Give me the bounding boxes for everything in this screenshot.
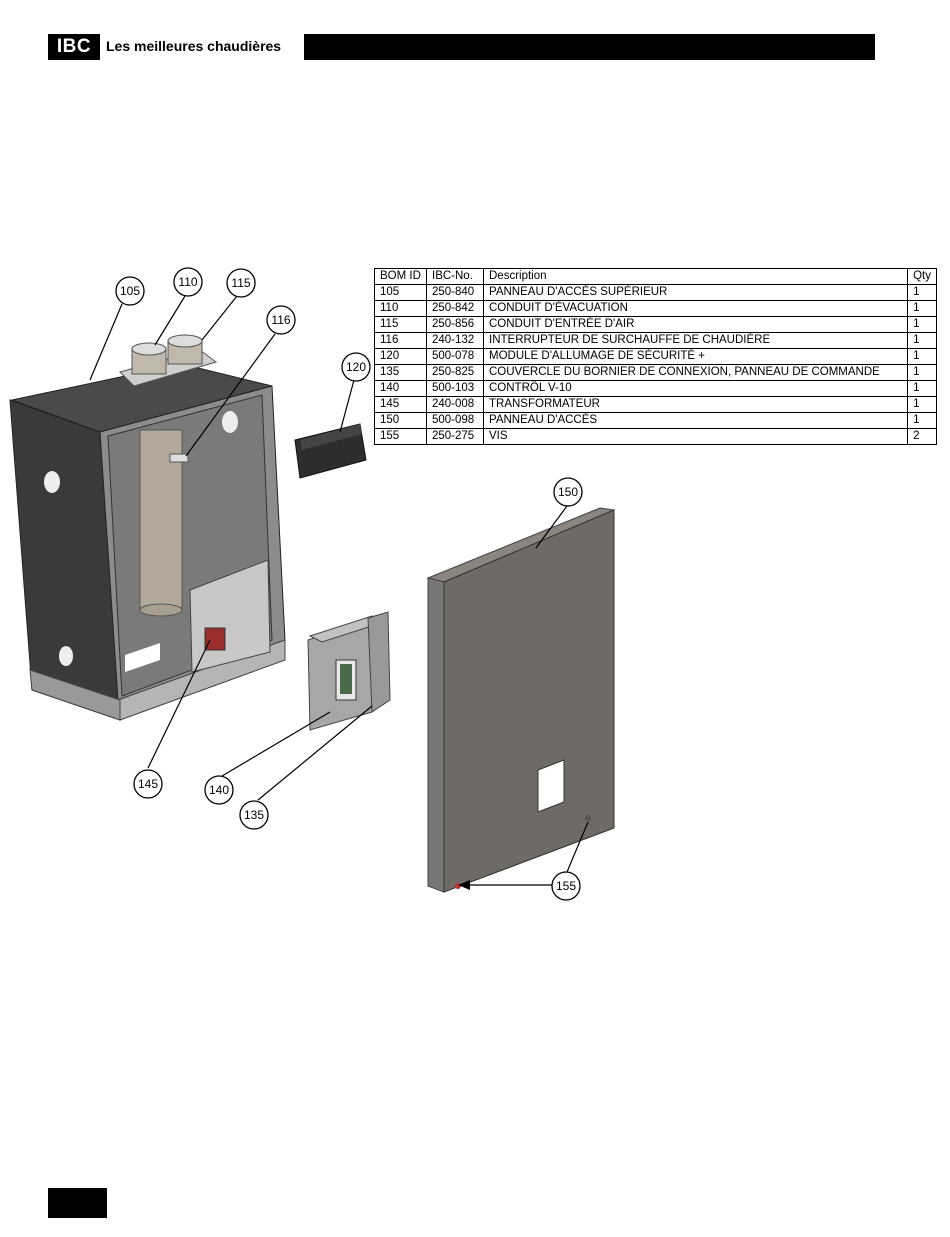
cell-ibc-no: 250-842 (426, 300, 484, 317)
cell-ibc-no: 500-098 (426, 412, 484, 429)
cell-qty: 2 (907, 428, 937, 445)
cell-ibc-no: 250-856 (426, 316, 484, 333)
table-row: 145 240-008 TRANSFORMATEUR 1 (374, 396, 937, 413)
header-bar (304, 34, 875, 60)
cell-description: PANNEAU D'ACCÈS (482, 412, 909, 429)
cell-description: TRANSFORMATEUR (482, 396, 909, 413)
cell-bom-id: 155 (374, 428, 427, 445)
table-row: 110 250-842 CONDUIT D'ÉVACUATION 1 (374, 300, 937, 317)
cell-description: INTERRUPTEUR DE SURCHAUFFE DE CHAUDIÈRE (482, 332, 909, 349)
callout-circle (133, 769, 163, 799)
cell-qty: 1 (907, 348, 937, 365)
cell-description: CONTRÔL V-10 (482, 380, 909, 397)
cell-qty: 1 (907, 380, 937, 397)
cell-description: COUVERCLE DU BORNIER DE CONNEXION, PANNE… (482, 364, 909, 381)
callout-circle (226, 268, 256, 298)
cell-qty: 1 (907, 316, 937, 333)
callout-105: 105 (120, 284, 140, 298)
table-row: 140 500-103 CONTRÔL V-10 1 (374, 380, 937, 397)
callout-circle (553, 477, 583, 507)
col-bom-id: BOM ID (374, 268, 427, 285)
arrowhead (458, 880, 470, 890)
cell-bom-id: 116 (374, 332, 427, 349)
callout-150: 150 (558, 485, 578, 499)
cell-ibc-no: 500-078 (426, 348, 484, 365)
ignition-module (294, 423, 367, 479)
bom-header-row: BOM ID IBC-No. Description Qty (374, 268, 937, 285)
cell-bom-id: 140 (374, 380, 427, 397)
cell-qty: 1 (907, 284, 937, 301)
callout-115: 115 (231, 276, 250, 290)
callout-110: 110 (178, 275, 197, 289)
table-row: 150 500-098 PANNEAU D'ACCÈS 1 (374, 412, 937, 429)
control-unit (307, 611, 391, 731)
col-ibc-no: IBC-No. (426, 268, 484, 285)
access-panel (426, 507, 616, 893)
table-row: 135 250-825 COUVERCLE DU BORNIER DE CONN… (374, 364, 937, 381)
cell-qty: 1 (907, 332, 937, 349)
callout-circle (204, 775, 234, 805)
table-row: 155 250-275 VIS 2 (374, 428, 937, 445)
callout-circle (551, 871, 581, 901)
table-row: 120 500-078 MODULE D'ALLUMAGE DE SÉCURIT… (374, 348, 937, 365)
footer-page-block (48, 1188, 107, 1218)
callout-circle (115, 276, 145, 306)
ibc-logo: IBC (48, 34, 100, 60)
cell-ibc-no: 250-825 (426, 364, 484, 381)
callout-circle (341, 352, 371, 382)
cell-qty: 1 (907, 412, 937, 429)
callout-120: 120 (346, 360, 366, 374)
cell-bom-id: 110 (374, 300, 427, 317)
callout-140: 140 (209, 783, 229, 797)
cell-description: CONDUIT D'ENTRÉE D'AIR (482, 316, 909, 333)
cell-qty: 1 (907, 396, 937, 413)
cell-ibc-no: 240-132 (426, 332, 484, 349)
callout-circle (239, 800, 269, 830)
cell-ibc-no: 250-840 (426, 284, 484, 301)
cell-bom-id: 150 (374, 412, 427, 429)
leader-lines (89, 295, 589, 886)
cell-description: PANNEAU D'ACCÈS SUPÉRIEUR (482, 284, 909, 301)
header-tagline: Les meilleures chaudières (106, 38, 282, 54)
col-qty: Qty (907, 268, 937, 285)
callout-145: 145 (138, 777, 158, 791)
cell-qty: 1 (907, 364, 937, 381)
cell-bom-id: 120 (374, 348, 427, 365)
cell-ibc-no: 500-103 (426, 380, 484, 397)
cell-bom-id: 105 (374, 284, 427, 301)
table-row: 105 250-840 PANNEAU D'ACCÈS SUPÉRIEUR 1 (374, 284, 937, 301)
cell-description: VIS (482, 428, 909, 445)
cell-description: MODULE D'ALLUMAGE DE SÉCURITÉ + (482, 348, 909, 365)
table-row: 116 240-132 INTERRUPTEUR DE SURCHAUFFE D… (374, 332, 937, 349)
callout-155: 155 (556, 879, 576, 893)
cell-bom-id: 145 (374, 396, 427, 413)
cell-bom-id: 135 (374, 364, 427, 381)
cell-description: CONDUIT D'ÉVACUATION (482, 300, 909, 317)
cell-ibc-no: 240-008 (426, 396, 484, 413)
col-description: Description (482, 268, 909, 285)
bom-table: BOM ID IBC-No. Description Qty 105 250-8… (374, 268, 937, 445)
cell-bom-id: 115 (374, 316, 427, 333)
callout-135: 135 (244, 808, 264, 822)
table-row: 115 250-856 CONDUIT D'ENTRÉE D'AIR 1 (374, 316, 937, 333)
cell-ibc-no: 250-275 (426, 428, 484, 445)
cell-qty: 1 (907, 300, 937, 317)
callout-circle (173, 267, 203, 297)
boiler-cabinet (9, 334, 286, 721)
callout-116: 116 (271, 313, 290, 327)
callout-circle (266, 305, 296, 335)
